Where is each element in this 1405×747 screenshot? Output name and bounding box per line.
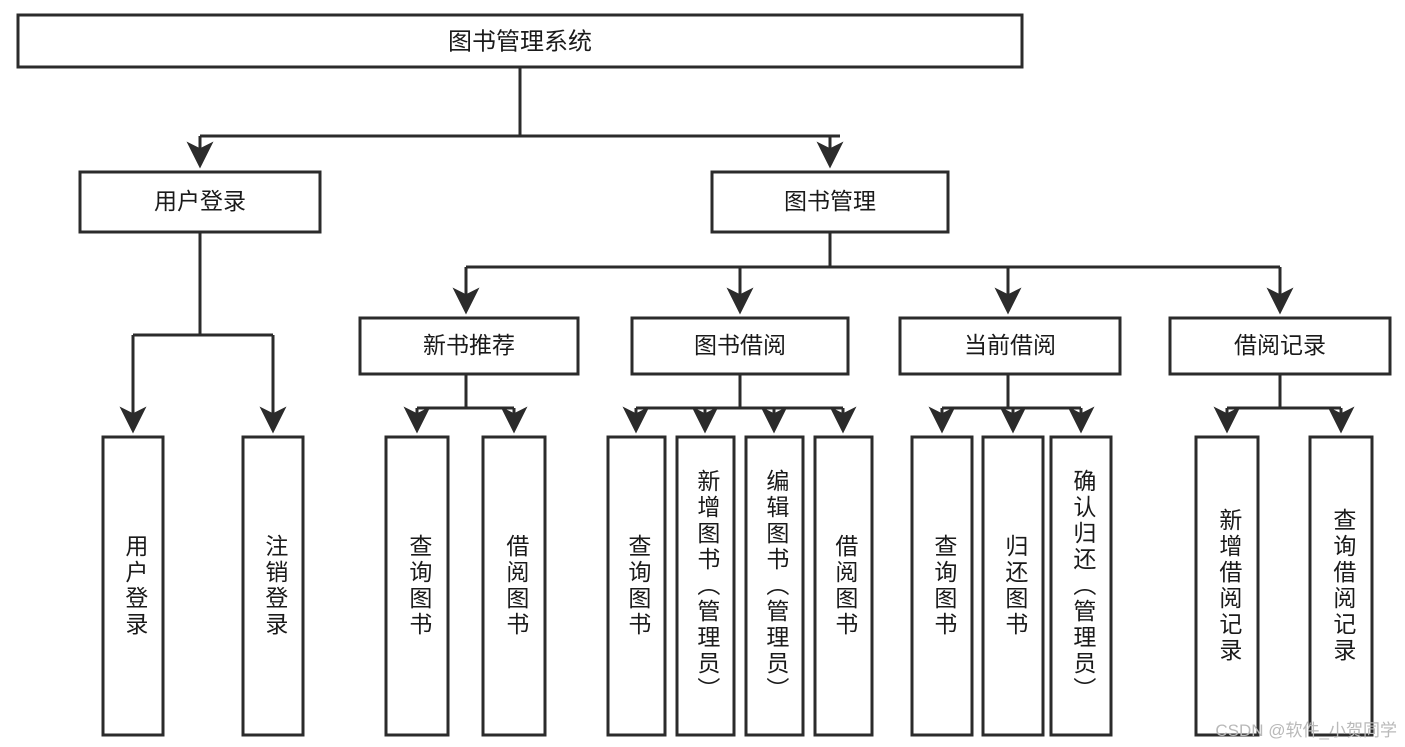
node-leaf-label-0: 用户登录 [122,534,149,638]
node-leaf-label-3: 借阅图书 [503,534,530,638]
node-leaf-label-10: 确认归还（管理员） [1070,469,1097,703]
node-leaf-新增借阅记录[interactable]: 新增借阅记录 [1194,435,1260,737]
node-leaf-归还图书[interactable]: 归还图书 [981,435,1045,737]
node-leaf-查询图书-新书推荐[interactable]: 查询图书 [384,435,450,737]
edges-root-to-level2 [186,67,844,169]
node-level3-label-2: 当前借阅 [964,332,1056,358]
edges-level2-to-level3 [452,232,1294,315]
node-leaf-label-5: 新增图书（管理员） [694,469,721,703]
node-leaf-label-7: 借阅图书 [832,534,859,638]
edges-borrow-to-leaves [622,374,857,434]
node-leaf-用户登录[interactable]: 用户登录 [101,435,165,737]
node-level3-label-1: 图书借阅 [694,332,786,358]
node-level3-label-3: 借阅记录 [1234,332,1326,358]
edges-current-to-leaves [928,374,1095,434]
node-level2-用户登录[interactable]: 用户登录 [78,170,322,234]
csdn-watermark: CSDN @软件_小贺同学 [1215,721,1397,740]
node-leaf-label-9: 归还图书 [1002,534,1029,638]
node-leaf-label-6: 编辑图书（管理员） [763,469,790,703]
node-leaf-label-8: 查询图书 [931,534,958,638]
node-leaf-查询借阅记录[interactable]: 查询借阅记录 [1308,435,1374,737]
node-root-图书管理系统[interactable]: 图书管理系统 [16,13,1024,69]
node-level2-label-1: 图书管理 [784,188,876,214]
node-leaf-确认归还-管理员[interactable]: 确认归还（管理员） [1049,435,1113,737]
node-leaf-label-1: 注销登录 [262,534,289,638]
node-level3-当前借阅[interactable]: 当前借阅 [898,316,1122,376]
node-level2-label-0: 用户登录 [154,188,246,214]
node-leaf-借阅图书-图书借阅[interactable]: 借阅图书 [813,435,874,737]
node-leaf-label-2: 查询图书 [406,534,433,638]
node-leaf-label-11: 新增借阅记录 [1216,508,1243,664]
node-leaf-label-12: 查询借阅记录 [1330,508,1357,664]
node-leaf-借阅图书-新书推荐[interactable]: 借阅图书 [481,435,547,737]
node-level3-label-0: 新书推荐 [423,332,515,358]
edges-login-to-leaves [119,232,287,434]
node-leaf-编辑图书-管理员[interactable]: 编辑图书（管理员） [744,435,805,737]
node-level3-新书推荐[interactable]: 新书推荐 [358,316,580,376]
node-level2-图书管理[interactable]: 图书管理 [710,170,950,234]
node-leaf-新增图书-管理员[interactable]: 新增图书（管理员） [675,435,736,737]
node-leaf-label-4: 查询图书 [625,534,652,638]
edges-newbook-to-leaves [403,374,528,434]
node-root-label: 图书管理系统 [448,28,592,55]
node-leaf-查询图书-当前借阅[interactable]: 查询图书 [910,435,974,737]
node-level3-借阅记录[interactable]: 借阅记录 [1168,316,1392,376]
node-leaf-注销登录[interactable]: 注销登录 [241,435,305,737]
node-leaf-查询图书-图书借阅[interactable]: 查询图书 [606,435,667,737]
edges-record-to-leaves [1213,374,1355,434]
node-level3-图书借阅[interactable]: 图书借阅 [630,316,850,376]
